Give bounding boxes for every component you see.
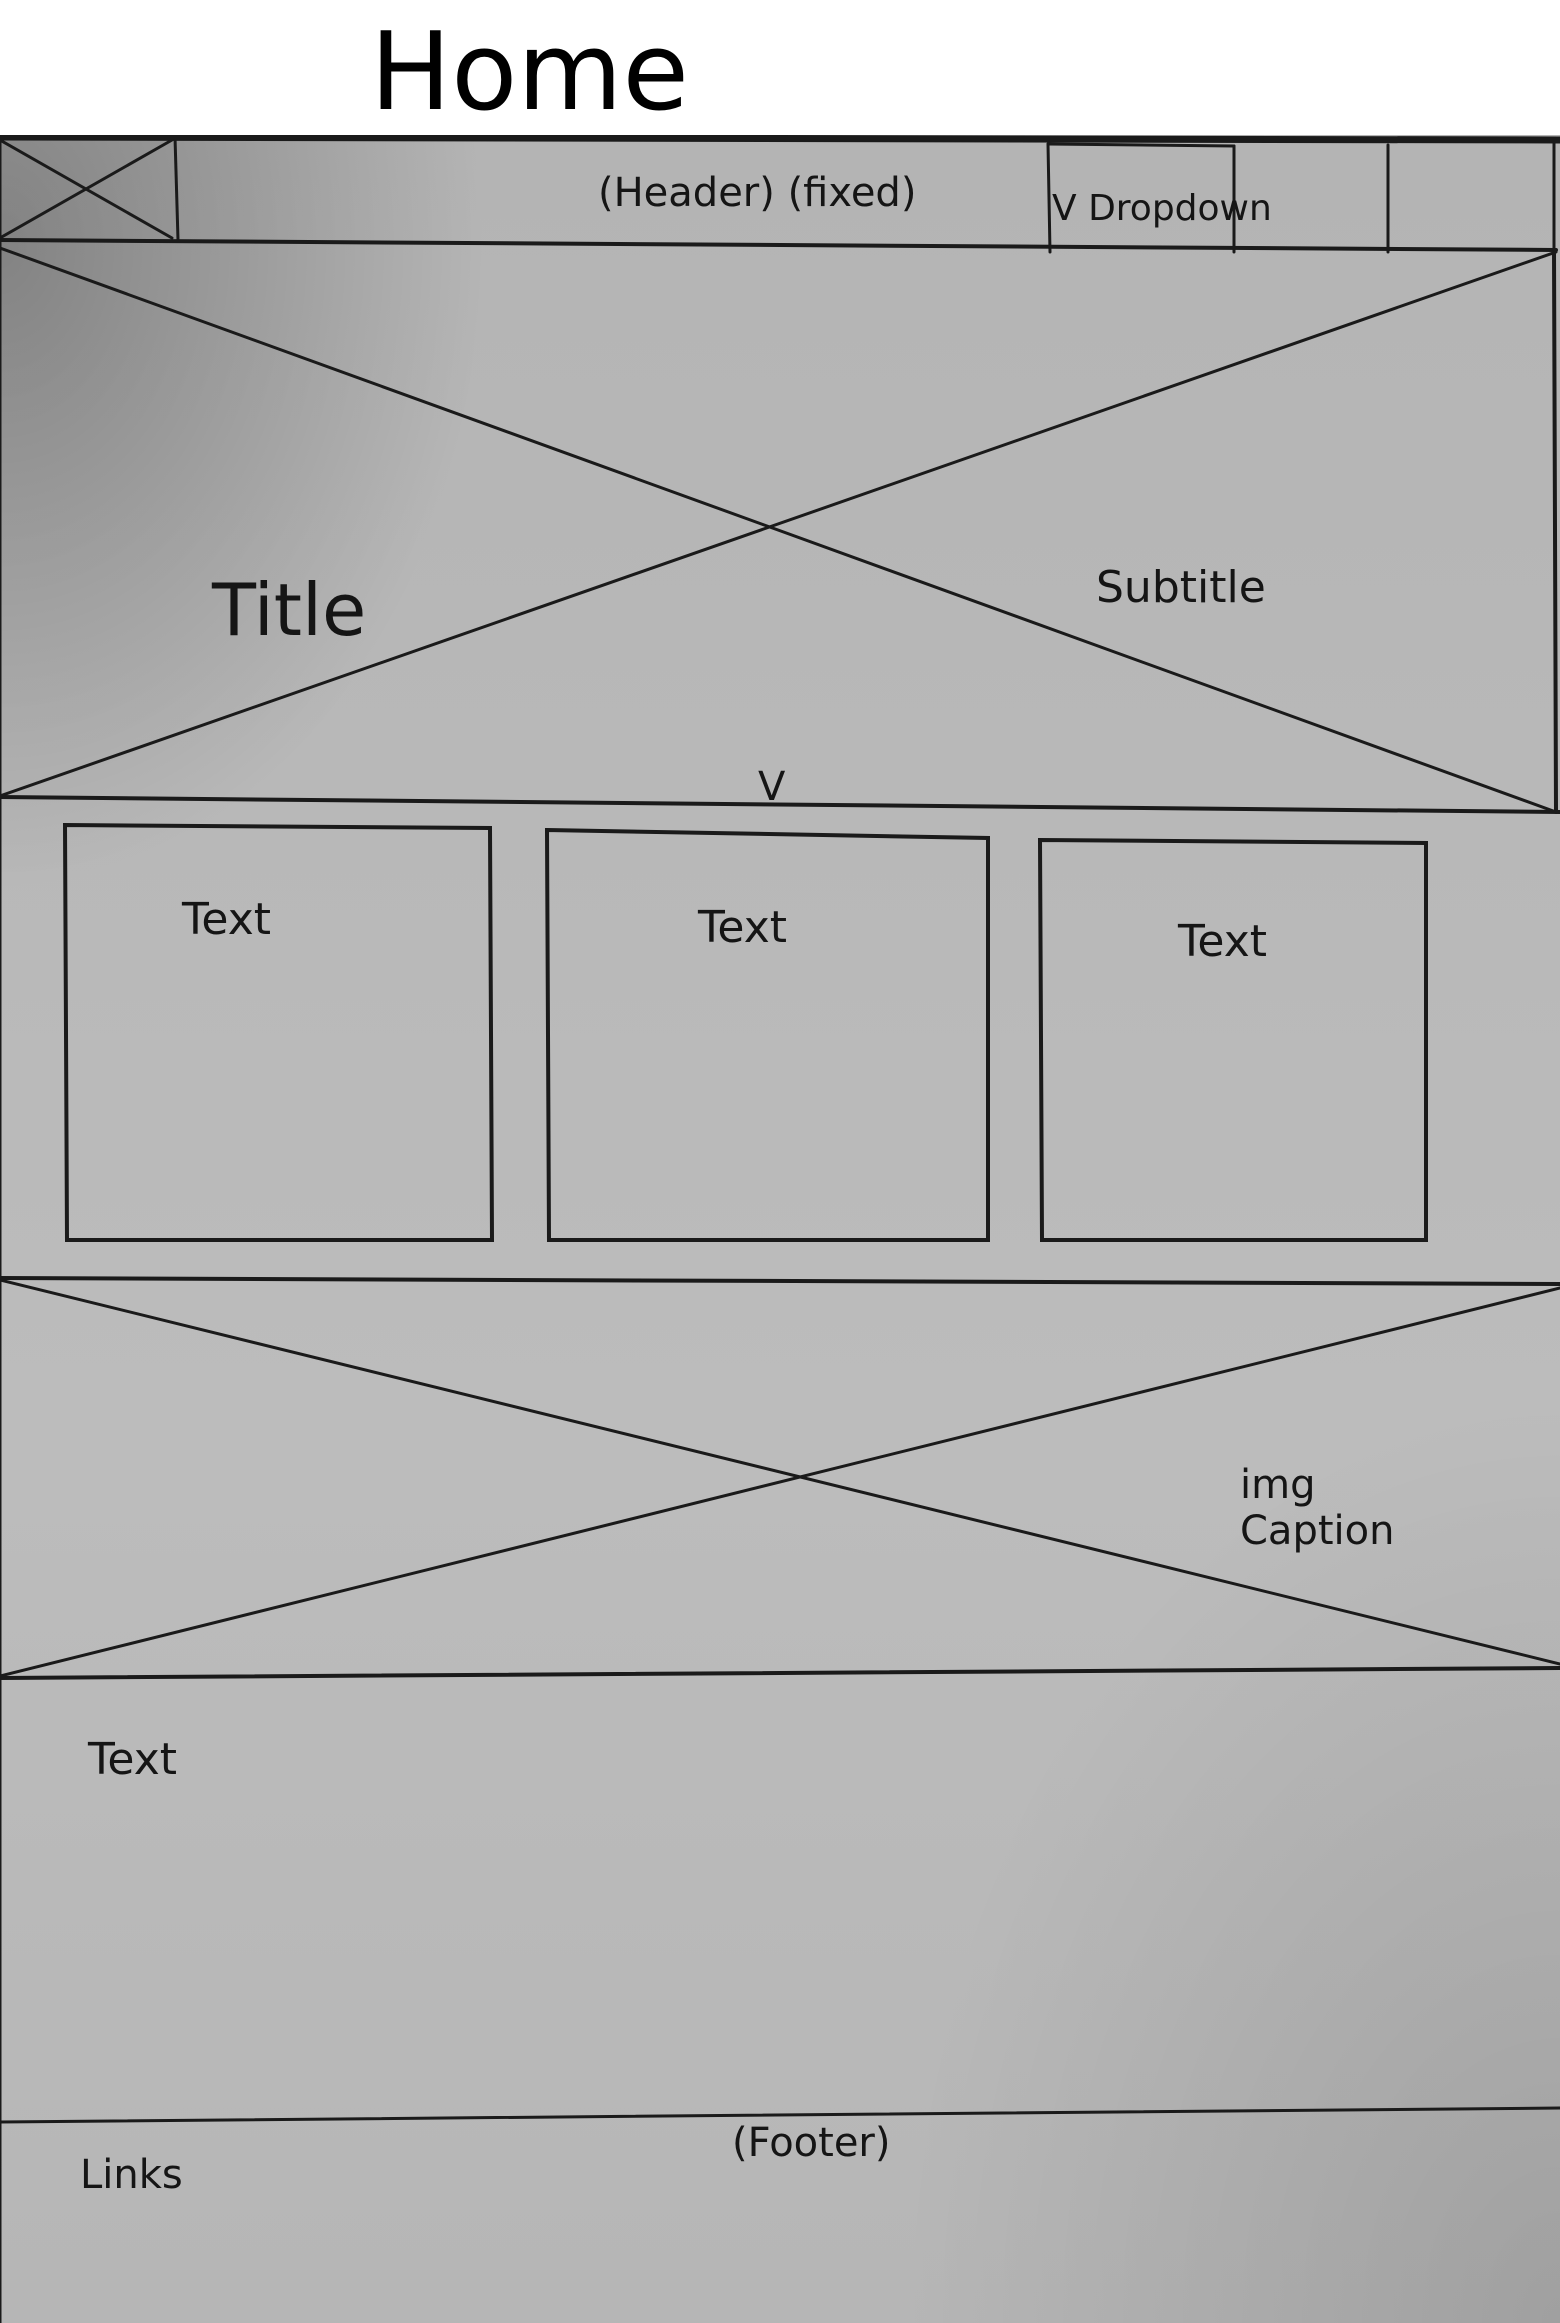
card-text: Text (698, 902, 787, 953)
logo-placeholder-icon (0, 135, 180, 242)
header-dropdown[interactable]: V Dropdown (1052, 188, 1272, 229)
header-label: (Header) (fixed) (598, 170, 917, 216)
footer-label: (Footer) (732, 2120, 891, 2166)
page-heading: Home (370, 10, 689, 135)
card-outlines (62, 822, 1428, 1242)
image-section-placeholder (0, 1278, 1560, 1680)
hero-image-placeholder (0, 246, 1560, 814)
image-caption: img Caption (1240, 1462, 1395, 1554)
scroll-down-indicator[interactable]: V (758, 764, 786, 810)
hero-title: Title (212, 568, 367, 652)
card-text: Text (1178, 916, 1267, 967)
hero-subtitle: Subtitle (1096, 562, 1266, 613)
header-bar (0, 135, 1560, 252)
body-text: Text (88, 1734, 177, 1785)
wireframe-sketch (0, 135, 1560, 2323)
card-text: Text (182, 894, 271, 945)
header-nav-boxes (1046, 140, 1556, 254)
wireframe-paper (0, 135, 1560, 2323)
footer-links[interactable]: Links (80, 2152, 183, 2198)
